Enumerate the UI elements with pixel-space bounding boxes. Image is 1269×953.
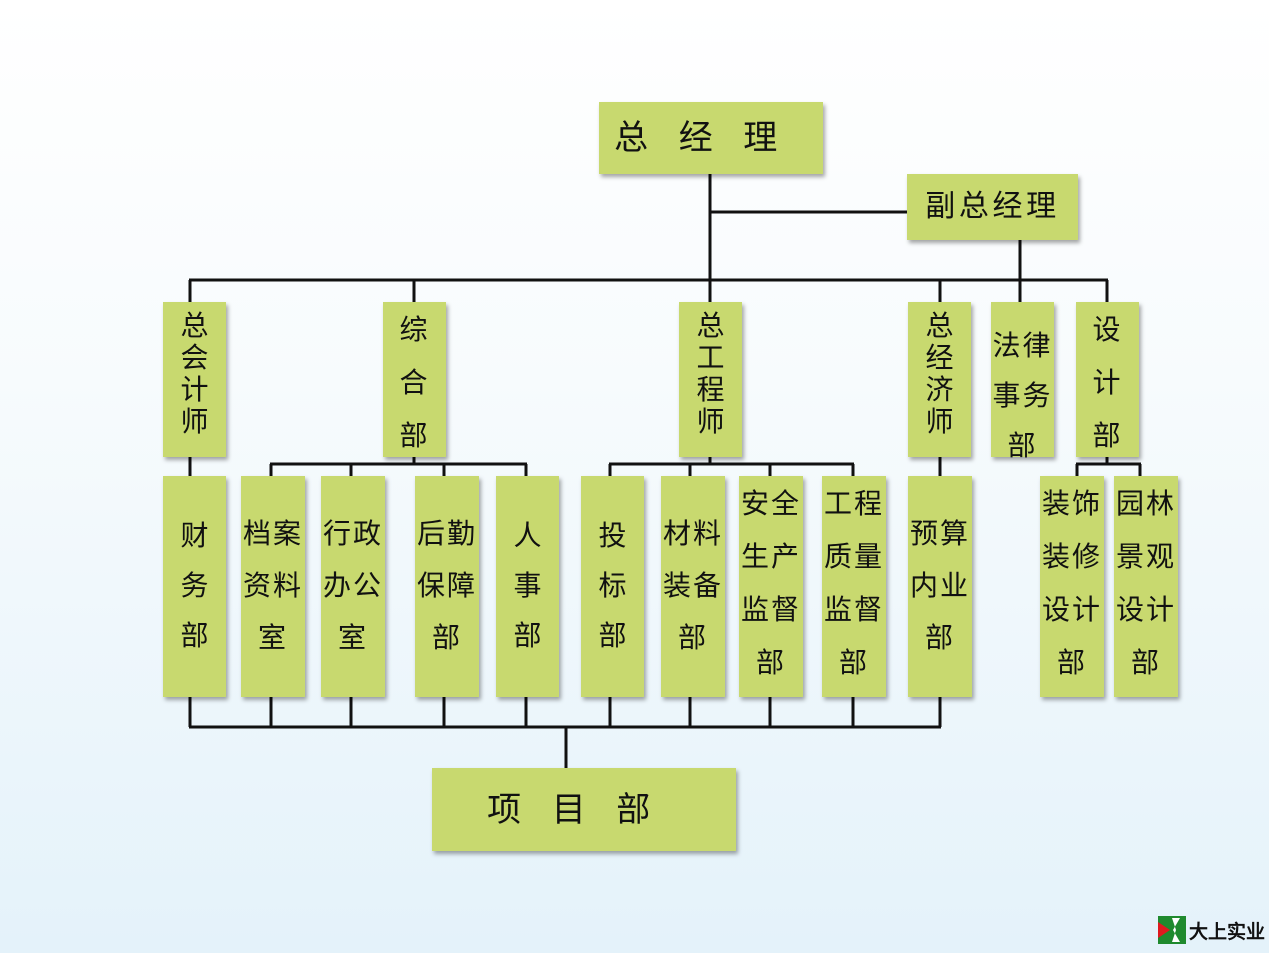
- org-node-label: 部: [180, 619, 209, 652]
- org-node-hr-dept: 人事部: [496, 476, 559, 697]
- org-node-label: 监督: [740, 593, 801, 626]
- org-node-chief-economist: 总经济师: [908, 302, 971, 457]
- org-node-project-dept: 项目部: [432, 768, 736, 851]
- org-node-budget-dept: 预算内业部: [908, 476, 972, 697]
- org-node-label: 综: [399, 313, 430, 346]
- org-node-label: 程: [696, 373, 725, 406]
- org-node-label: 装备: [662, 569, 723, 602]
- org-node-label: 部: [838, 646, 869, 679]
- org-node-label: 质量: [823, 540, 884, 573]
- org-node-label: 师: [925, 405, 954, 438]
- org-node-label: 会: [180, 341, 209, 374]
- org-node-label: 景观: [1115, 540, 1176, 573]
- org-node-materials-dept: 材料装备部: [661, 476, 725, 697]
- connector: [188, 697, 942, 768]
- org-node-label: 工: [696, 341, 725, 374]
- connector: [608, 457, 855, 476]
- org-node-label: 部: [924, 621, 955, 654]
- org-node-label: 投: [598, 519, 627, 552]
- org-node-label: 部: [1007, 429, 1038, 462]
- org-node-label: 总: [925, 309, 954, 342]
- org-node-chief-engineer: 总工程师: [679, 302, 742, 457]
- org-node-label: 后勤: [416, 517, 477, 550]
- connector: [188, 457, 942, 476]
- org-node-bidding-dept: 投标部: [581, 476, 644, 697]
- org-node-label: 事: [513, 569, 542, 602]
- connector: [188, 280, 1109, 302]
- logo-text: 大上实业: [1189, 920, 1266, 943]
- org-node-label: 安全: [740, 487, 801, 520]
- org-node-label: 部: [1130, 646, 1161, 679]
- org-node-label: 人: [513, 519, 542, 552]
- org-node-label: 工程: [823, 487, 884, 520]
- org-node-label: 总: [180, 309, 209, 342]
- org-node-archives-room: 档案资料室: [241, 476, 305, 697]
- org-node-label: 合: [399, 366, 430, 399]
- org-node-label: 部: [513, 619, 542, 652]
- org-node-label: 监督: [823, 593, 884, 626]
- org-node-safety-dept: 安全生产监督部: [739, 476, 803, 697]
- org-node-label: 预算: [909, 517, 970, 550]
- org-node-label: 财: [180, 519, 209, 552]
- org-node-label: 部: [1056, 646, 1087, 679]
- org-node-label: 部: [755, 646, 786, 679]
- org-node-label: 部: [399, 419, 430, 452]
- org-node-label: 行政: [322, 517, 383, 550]
- org-node-label: 资料: [242, 569, 303, 602]
- org-node-admin-office: 行政办公室: [321, 476, 385, 697]
- org-node-label: 师: [696, 405, 725, 438]
- org-node-label: 总经理: [614, 118, 808, 158]
- org-node-quality-dept: 工程质量监督部: [822, 476, 886, 697]
- org-node-label: 务: [180, 569, 209, 602]
- org-node-label: 材料: [662, 517, 723, 550]
- org-node-label: 部: [677, 621, 708, 654]
- connector: [189, 174, 1108, 282]
- org-node-label: 事务: [992, 379, 1053, 412]
- org-node-legal-dept: 法律事务部: [991, 302, 1054, 462]
- org-node-label: 项目部: [487, 789, 681, 830]
- org-node-label: 园林: [1115, 487, 1176, 520]
- company-logo: 大上实业: [1158, 916, 1265, 944]
- org-node-deputy: 副总经理: [907, 174, 1078, 240]
- org-node-decoration-design-dept: 装饰装修设计部: [1040, 476, 1104, 697]
- org-node-logistics-dept: 后勤保障部: [415, 476, 479, 697]
- org-node-label: 内业: [909, 569, 970, 602]
- org-node-label: 设: [1092, 313, 1123, 346]
- org-node-label: 标: [598, 569, 627, 602]
- org-node-label: 师: [180, 405, 209, 438]
- org-node-label: 装修: [1041, 540, 1102, 573]
- org-node-landscape-design-dept: 园林景观设计部: [1114, 476, 1178, 697]
- org-node-label: 设计: [1041, 593, 1102, 626]
- connector: [269, 457, 528, 476]
- org-node-label: 济: [925, 373, 954, 406]
- org-node-label: 室: [257, 621, 288, 654]
- org-node-label: 办公: [322, 569, 383, 602]
- org-node-label: 生产: [740, 540, 801, 573]
- logo-icon: [1158, 916, 1186, 944]
- org-node-finance-dept: 财务部: [163, 476, 226, 697]
- org-node-label: 副总经理: [925, 189, 1060, 224]
- org-node-chief-accountant: 总会计师: [163, 302, 226, 457]
- org-node-label: 计: [1092, 366, 1123, 399]
- org-node-label: 经: [925, 341, 954, 374]
- org-node-label: 法律: [992, 329, 1053, 362]
- org-node-label: 总: [696, 309, 725, 342]
- org-node-label: 部: [1092, 419, 1123, 452]
- org-node-label: 档案: [242, 517, 303, 550]
- org-node-design-dept: 设计部: [1076, 302, 1139, 457]
- org-node-label: 部: [431, 621, 462, 654]
- org-node-label: 设计: [1115, 593, 1176, 626]
- org-node-general-dept: 综合部: [383, 302, 446, 457]
- org-node-label: 保障: [416, 569, 477, 602]
- connector: [1075, 457, 1142, 476]
- org-node-label: 部: [598, 619, 627, 652]
- org-node-label: 计: [180, 373, 209, 406]
- org-node-ceo: 总经理: [599, 102, 823, 174]
- org-node-label: 装饰: [1041, 487, 1102, 520]
- org-node-label: 室: [337, 621, 368, 654]
